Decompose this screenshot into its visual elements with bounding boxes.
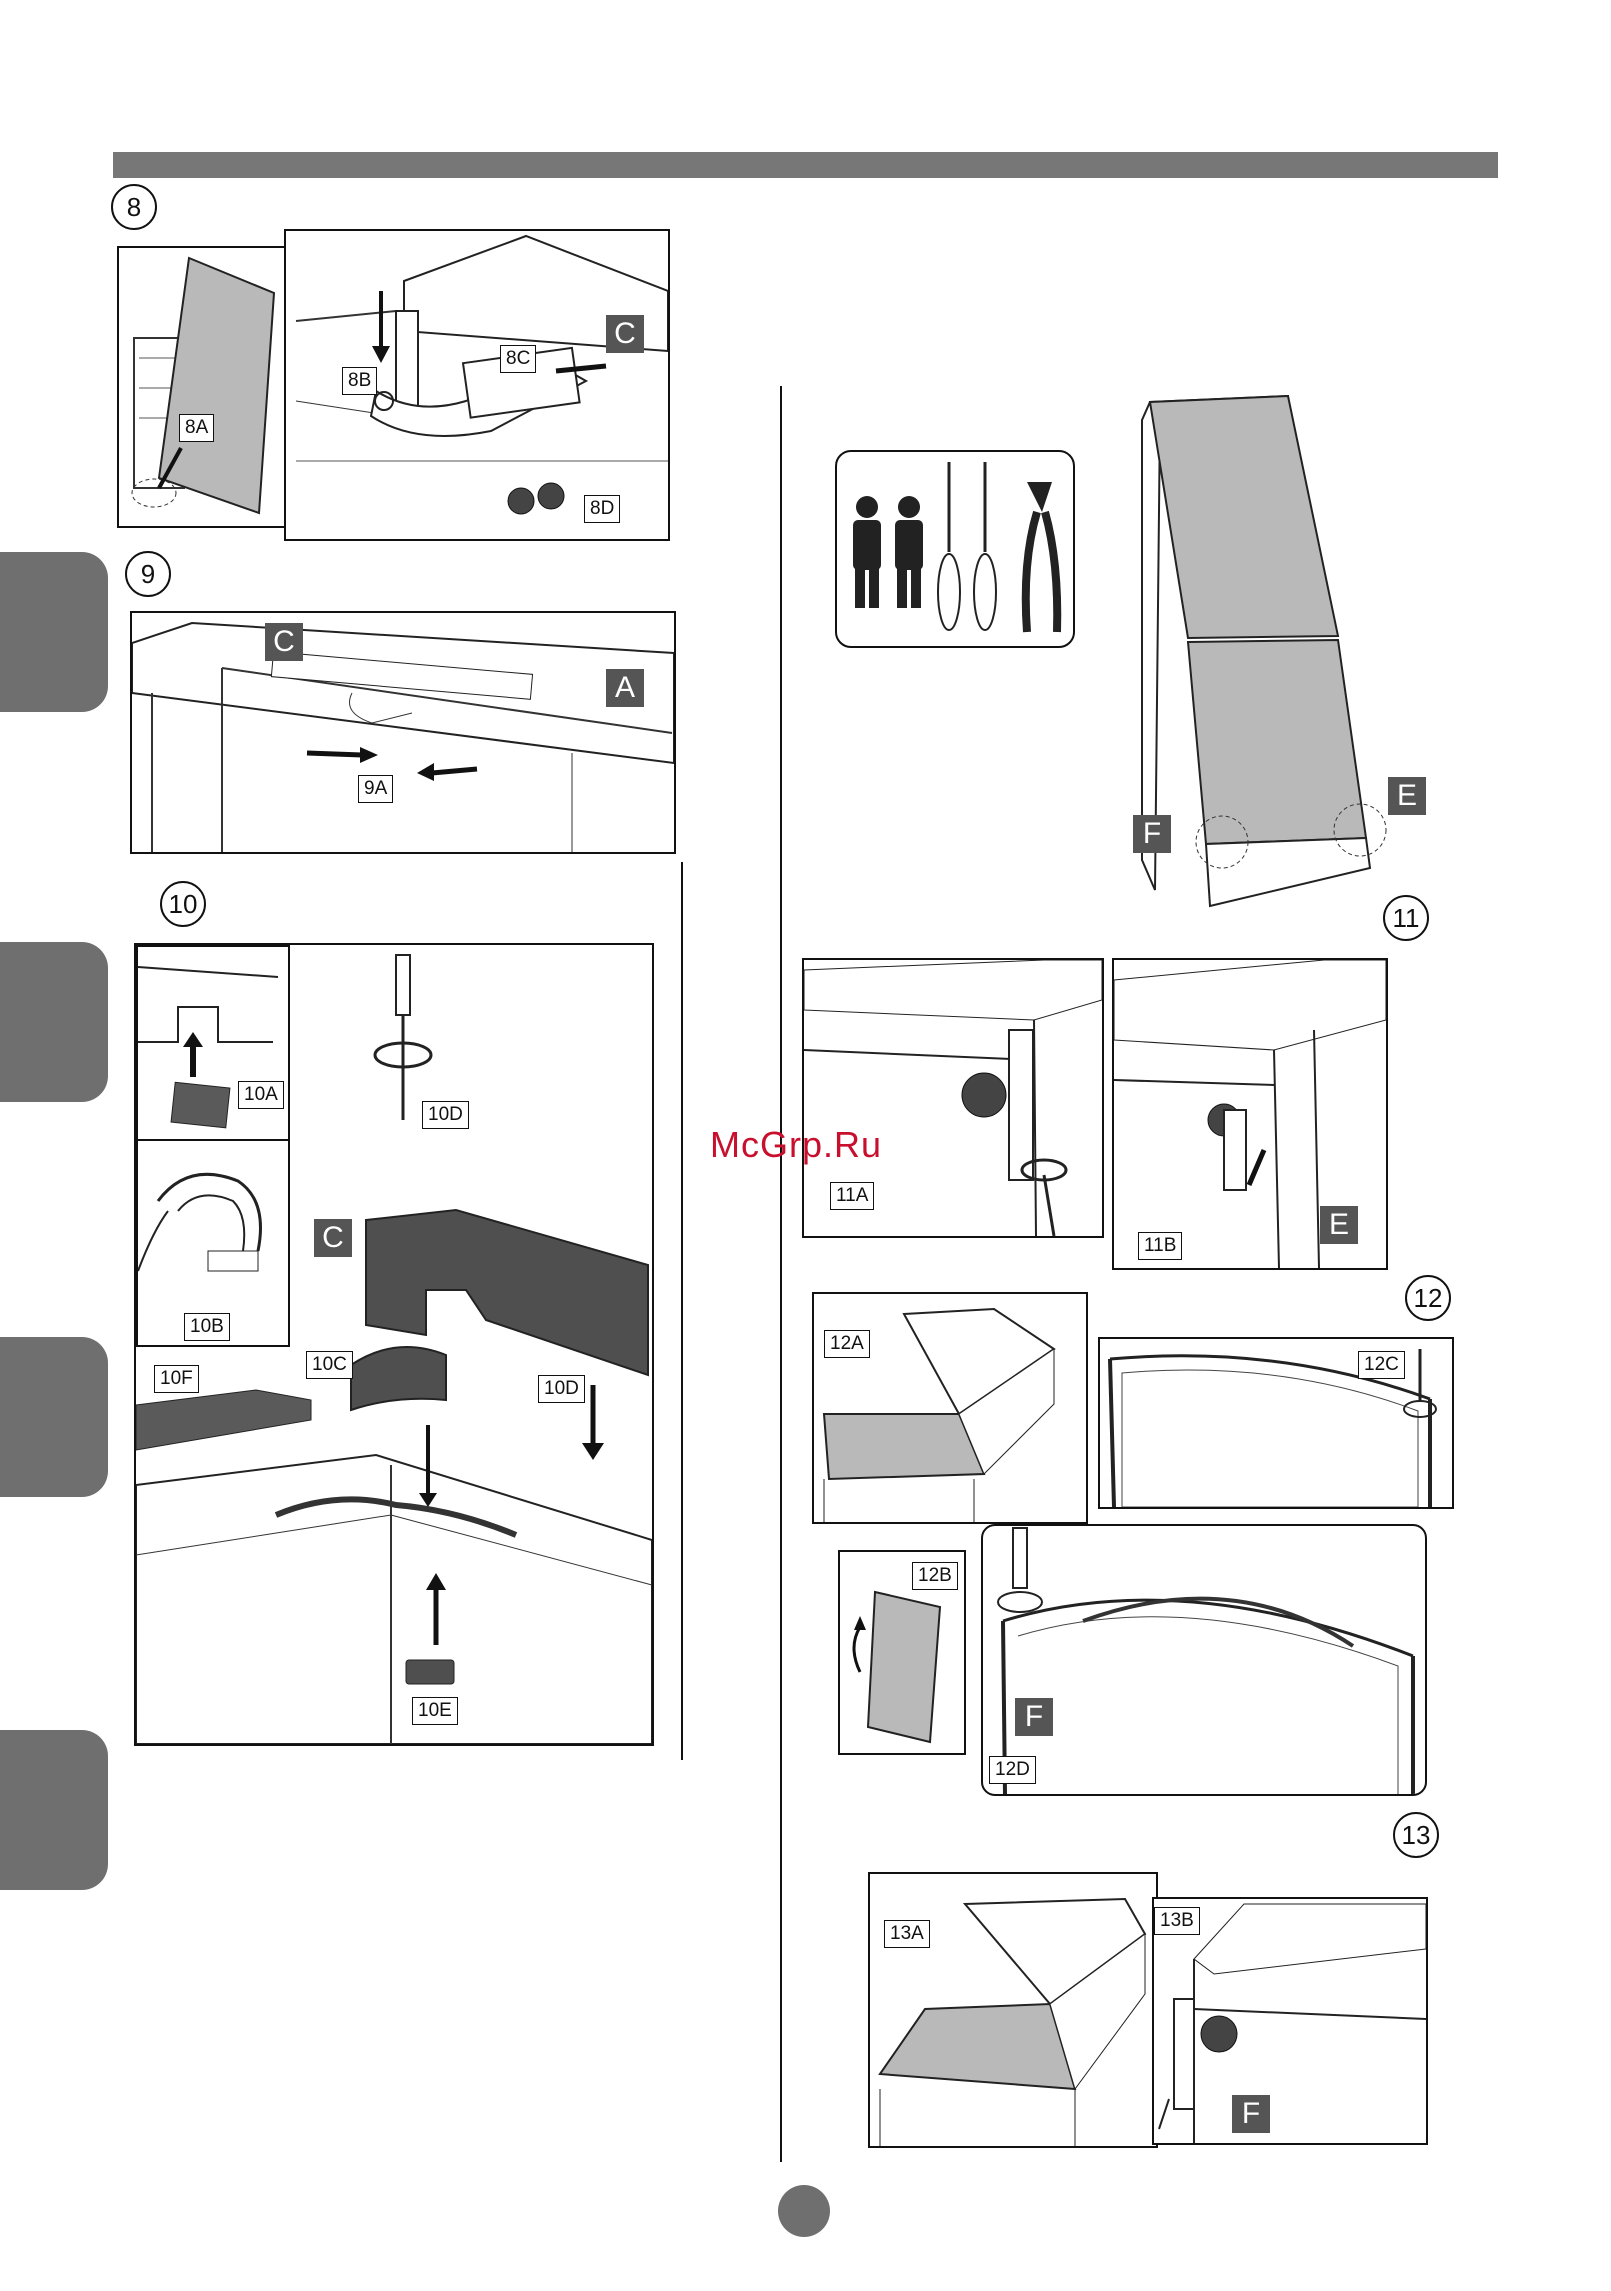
label-13b: 13B (1154, 1907, 1200, 1935)
panel-13a: 13A (868, 1872, 1158, 2148)
side-tab-2[interactable] (0, 942, 108, 1102)
letter-c-badge: C (606, 315, 644, 353)
pliers-icon (1026, 482, 1058, 632)
panel-12c: 12C (1098, 1337, 1454, 1509)
person-icon (895, 496, 923, 608)
door-reinstall-illustration (870, 1874, 1156, 2146)
label-9a: 9A (358, 775, 393, 803)
side-tab-3[interactable] (0, 1337, 108, 1497)
step-8-panel-a: 8A (117, 246, 291, 528)
letter-e-badge: E (1320, 1206, 1358, 1244)
letter-c-badge: C (314, 1219, 352, 1257)
label-8c: 8C (500, 345, 536, 373)
step-number-8: 8 (111, 184, 157, 230)
step-9-panel: C A 9A (130, 611, 676, 854)
step-10-panel: 10A 10B 10D C 10C 10D 10F 10E (134, 943, 654, 1746)
divider-right-column (780, 386, 782, 2162)
letter-a-badge: A (606, 669, 644, 707)
label-12a: 12A (824, 1330, 870, 1358)
panel-12a: 12A (812, 1292, 1088, 1524)
label-12b: 12B (912, 1562, 958, 1590)
label-8d: 8D (584, 495, 620, 523)
inset-10a: 10A (136, 945, 290, 1141)
label-10e: 10E (412, 1697, 458, 1725)
door-lift-illustration (814, 1294, 1086, 1522)
label-10a: 10A (238, 1081, 284, 1109)
hinge-reinstall-illustration (1154, 1899, 1426, 2143)
label-10d-right: 10D (538, 1375, 585, 1403)
step-number-11: 11 (1383, 895, 1429, 941)
top-cover-slide-illustration (132, 613, 674, 852)
person-icon (853, 496, 881, 608)
panel-11a: 11A (802, 958, 1104, 1238)
label-11a: 11A (830, 1182, 874, 1210)
tools-required-box (835, 450, 1075, 648)
step-number-9: 9 (125, 551, 171, 597)
label-12c: 12C (1358, 1351, 1405, 1379)
label-12d: 12D (989, 1756, 1036, 1784)
step-number-12: 12 (1405, 1275, 1451, 1321)
step-8-panel-hinge: C 8B 8C 8D (284, 229, 670, 541)
tools-illustration (837, 452, 1073, 646)
watermark-text: McGrp.Ru (710, 1124, 882, 1166)
letter-f-badge: F (1015, 1698, 1053, 1736)
letter-f-badge: F (1232, 2095, 1270, 2133)
screwdriver-icon (974, 462, 996, 630)
letter-f-badge: F (1133, 815, 1171, 853)
label-8b: 8B (342, 367, 377, 395)
label-10c: 10C (306, 1351, 353, 1379)
letter-e-badge: E (1388, 777, 1426, 815)
panel-13b: F 13B (1152, 1897, 1428, 2145)
label-11b: 11B (1138, 1232, 1182, 1260)
step-number-13: 13 (1393, 1812, 1439, 1858)
letter-c-badge: C (265, 623, 303, 661)
step-number-10: 10 (160, 881, 206, 927)
header-bar (113, 152, 1498, 178)
screwdriver-icon (938, 462, 960, 630)
fridge-door-open-illustration (119, 248, 289, 526)
label-10b: 10B (184, 1313, 230, 1341)
inset-10b: 10B (136, 1139, 290, 1347)
side-tab-1[interactable] (0, 552, 108, 712)
label-10d-top: 10D (422, 1101, 469, 1129)
label-13a: 13A (884, 1920, 930, 1948)
label-10f: 10F (154, 1365, 199, 1393)
page-number-circle (778, 2185, 830, 2237)
divider-step-10 (681, 862, 683, 1760)
side-tab-4[interactable] (0, 1730, 108, 1890)
panel-12b: 12B (838, 1550, 966, 1755)
door-top-hinge-illustration (983, 1526, 1425, 1794)
cover-clip-illustration (138, 947, 288, 1139)
label-8a: 8A (179, 414, 214, 442)
panel-12d: F 12D (981, 1524, 1427, 1796)
panel-11b: E 11B (1112, 958, 1388, 1270)
